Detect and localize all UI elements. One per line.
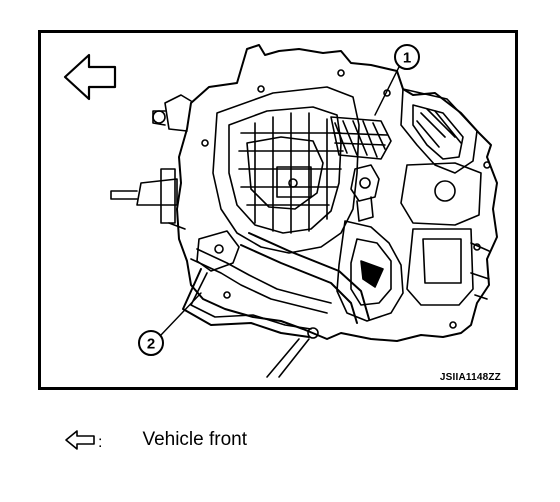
callout-1 bbox=[374, 44, 420, 116]
figure-code: JSIIA1148ZZ bbox=[439, 372, 501, 383]
legend: : Vehicle front bbox=[64, 428, 247, 452]
callout-2-label: 2 bbox=[147, 336, 155, 353]
legend-separator: : bbox=[98, 434, 103, 451]
heater-unit-illustration: 1 2 bbox=[63, 44, 498, 378]
left-arrow-icon bbox=[64, 429, 98, 451]
heater-unit-housing bbox=[110, 44, 498, 378]
callout-1-label: 1 bbox=[403, 50, 411, 67]
callout-2 bbox=[138, 292, 202, 356]
figure-frame: 1 2 JSIIA1148ZZ bbox=[38, 30, 518, 390]
vehicle-front-arrow-icon bbox=[63, 53, 117, 101]
legend-text: Vehicle front bbox=[142, 429, 248, 450]
